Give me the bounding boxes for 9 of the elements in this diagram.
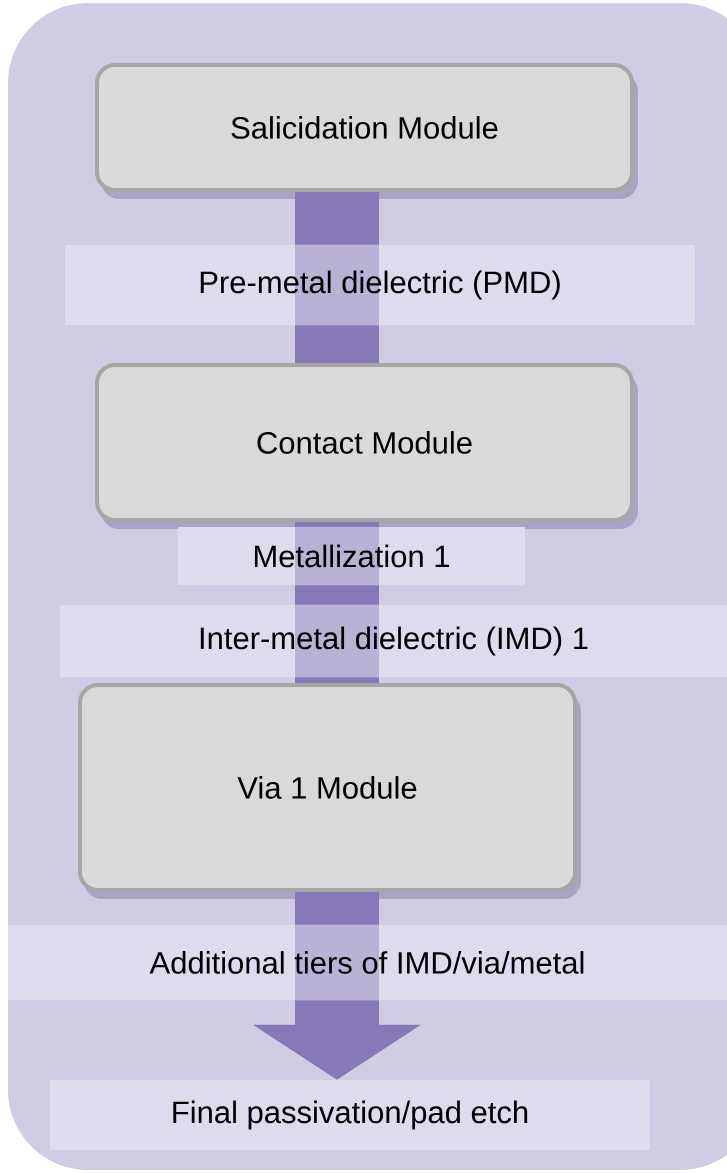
step-band: Additional tiers of IMD/via/metal: [8, 925, 727, 1000]
step-band: Inter-metal dielectric (IMD) 1: [60, 605, 727, 677]
step-band: Metallization 1: [178, 527, 525, 585]
module-box: Contact Module: [95, 363, 638, 529]
module-box: Salicidation Module: [95, 63, 638, 199]
module-box: Via 1 Module: [78, 683, 581, 899]
arrow: [253, 1000, 421, 1080]
step-band: Final passivation/pad etch: [50, 1080, 650, 1150]
step-band: Pre-metal dielectric (PMD): [65, 245, 695, 325]
